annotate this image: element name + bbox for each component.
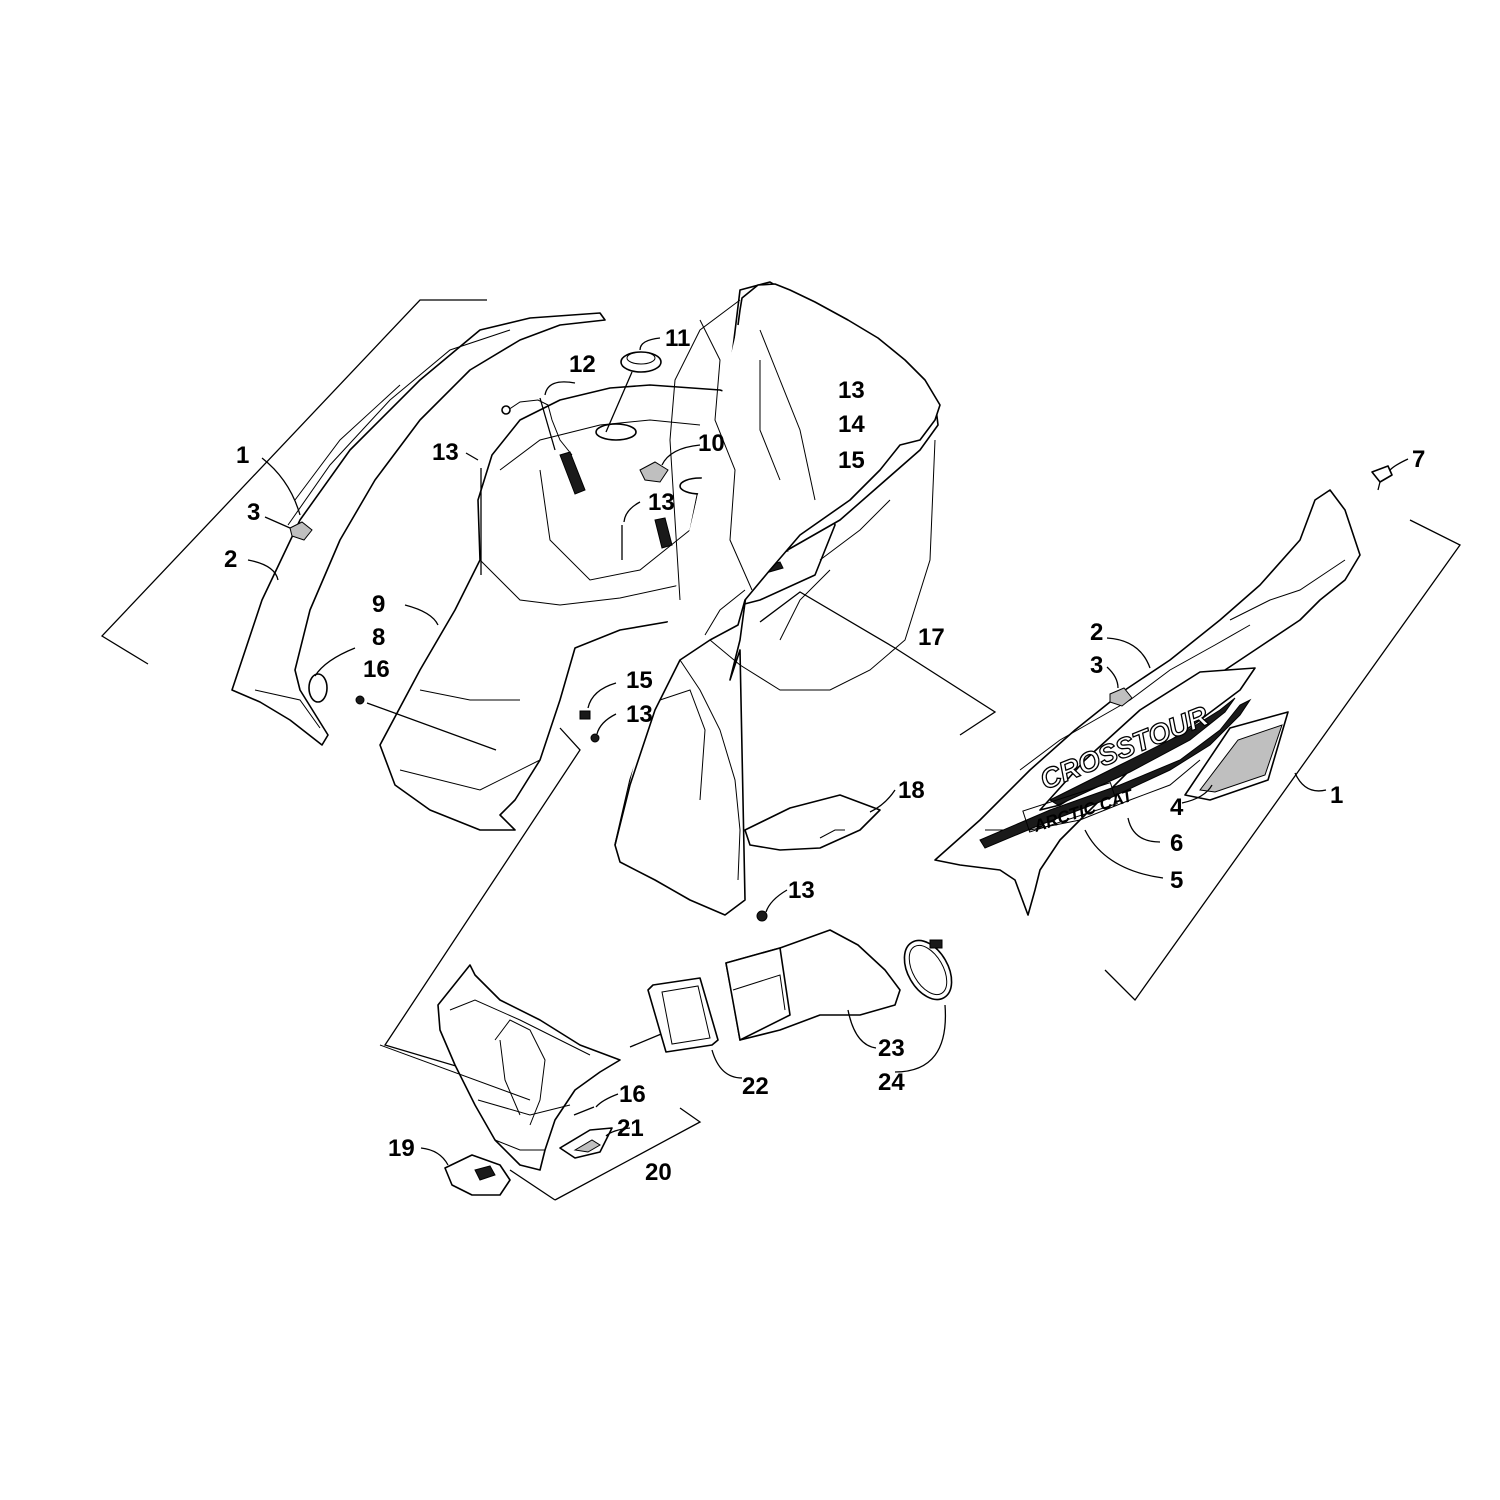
part-22-gasket bbox=[647, 977, 719, 1053]
storage-bin bbox=[614, 281, 997, 922]
callout-15-upper: 15 bbox=[838, 447, 865, 474]
callout-16-right: 16 bbox=[619, 1081, 646, 1108]
part-7-push-pin bbox=[1371, 465, 1393, 483]
callout-13-hood-left: 13 bbox=[432, 439, 459, 466]
callout-20: 20 bbox=[645, 1159, 672, 1186]
callout-14: 14 bbox=[838, 411, 865, 438]
callout-23: 23 bbox=[878, 1035, 905, 1062]
callout-7: 7 bbox=[1412, 446, 1425, 473]
part-16-screw-right bbox=[573, 1106, 595, 1116]
callout-3-right: 3 bbox=[1090, 652, 1103, 679]
part-16-screw-left bbox=[355, 695, 365, 705]
air-duct bbox=[629, 929, 953, 1079]
part-15-nut-lower bbox=[579, 710, 591, 720]
callout-17: 17 bbox=[918, 624, 945, 651]
callout-1-right: 1 bbox=[1330, 782, 1343, 809]
part-18-mat bbox=[744, 794, 881, 851]
callout-13-lower: 13 bbox=[626, 701, 653, 728]
callout-3-left: 3 bbox=[247, 499, 260, 526]
callout-24: 24 bbox=[878, 1069, 905, 1096]
callout-21: 21 bbox=[617, 1115, 644, 1142]
callout-1-left: 1 bbox=[236, 442, 249, 469]
callout-2-right: 2 bbox=[1090, 619, 1103, 646]
callout-8: 8 bbox=[372, 624, 385, 651]
callout-15-lower: 15 bbox=[626, 667, 653, 694]
callout-22: 22 bbox=[742, 1073, 769, 1100]
callout-13-hood-center: 13 bbox=[648, 489, 675, 516]
part-12-wire bbox=[507, 399, 573, 456]
callout-16-left: 16 bbox=[363, 656, 390, 683]
callout-13-bin: 13 bbox=[788, 877, 815, 904]
part-11-cap bbox=[620, 351, 662, 373]
left-side-panel bbox=[100, 299, 606, 746]
callout-11: 11 bbox=[665, 325, 690, 352]
part-3-grommet-right bbox=[1109, 687, 1133, 707]
part-13-bolt-bin bbox=[756, 910, 768, 922]
part-13-bolt-lower bbox=[590, 733, 600, 743]
callout-18: 18 bbox=[898, 777, 925, 804]
callout-10: 10 bbox=[698, 430, 725, 457]
callout-19: 19 bbox=[388, 1135, 415, 1162]
nose-cone bbox=[379, 964, 702, 1201]
callout-4: 4 bbox=[1170, 794, 1184, 821]
callout-5: 5 bbox=[1170, 867, 1183, 894]
part-3-grommet-left bbox=[289, 521, 313, 541]
part-24-clamp bbox=[903, 939, 953, 1001]
callout-labels: 1 2 3 8 16 9 13 12 11 10 13 13 14 15 15 … bbox=[224, 325, 1425, 1186]
callout-13-hood-right: 13 bbox=[838, 377, 865, 404]
part-8-ring bbox=[308, 673, 328, 703]
callout-12: 12 bbox=[569, 351, 596, 378]
right-side-panel: CROSSTOUR ARCTIC CAT bbox=[934, 458, 1461, 1002]
callout-9: 9 bbox=[372, 591, 385, 618]
callout-2-left: 2 bbox=[224, 546, 237, 573]
part-10-pad bbox=[639, 461, 669, 483]
callout-6: 6 bbox=[1170, 830, 1183, 857]
